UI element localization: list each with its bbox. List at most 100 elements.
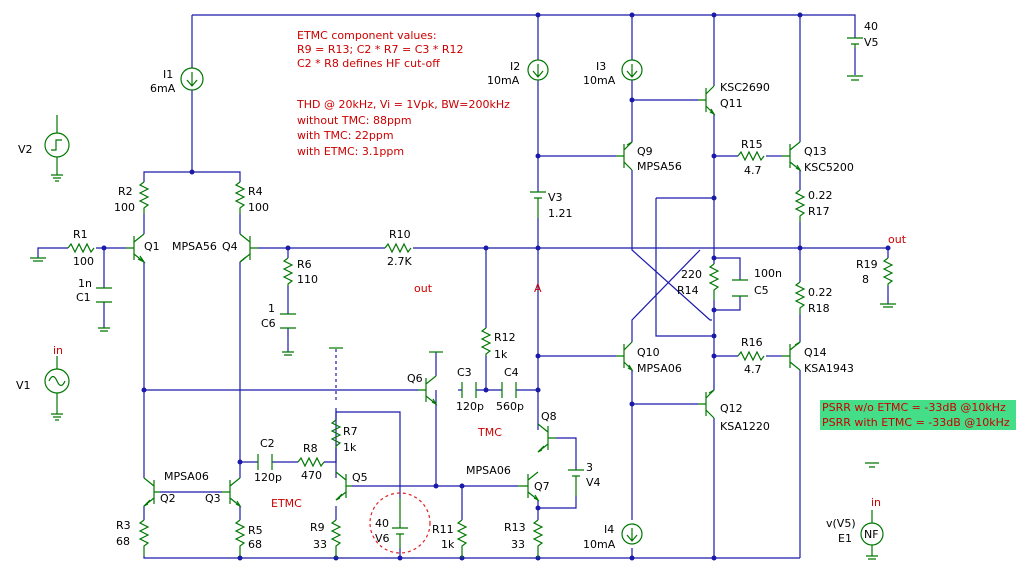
resistor-r16: [737, 350, 765, 362]
c3-ref: C3: [457, 366, 472, 379]
q14-model: KSA1943: [804, 362, 854, 375]
resistor-r12: [480, 327, 492, 356]
capacitor-c6: [280, 313, 296, 329]
e1-ref: E1: [838, 532, 852, 545]
c4-value: 560p: [496, 400, 524, 413]
battery-v5: [847, 37, 863, 81]
c5-ref: C5: [754, 284, 769, 297]
transistor-q10: [616, 341, 634, 372]
e1-expr: v(V5): [826, 517, 856, 530]
note-line: R9 = R13; C2 * R7 = C3 * R12: [297, 43, 464, 56]
v3-ref: V3: [548, 191, 563, 204]
psrr-note-with: PSRR with ETMC = -33dB @10kHz: [820, 415, 1016, 430]
r9-ref: R9: [310, 521, 325, 534]
thd-notes: THD @ 20kHz, Vi = 1Vpk, BW=200kHz withou…: [296, 98, 510, 158]
r3-ref: R3: [116, 519, 131, 532]
r17-value: 0.22: [808, 189, 833, 202]
i4-ref: I4: [604, 523, 614, 536]
v6-ref: V6: [375, 532, 390, 545]
r10-value: 2.7K: [387, 255, 412, 268]
resistor-r1: [67, 242, 95, 254]
transistor-q3: [222, 477, 242, 508]
ground-misc: [865, 462, 879, 468]
q5-ref: Q5: [352, 471, 368, 484]
q11-model: KSC2690: [720, 81, 770, 94]
q7-model: MPSA06: [466, 464, 511, 477]
resistor-r3: [138, 519, 150, 556]
i4-value: 10mA: [583, 538, 616, 551]
note-line: THD @ 20kHz, Vi = 1Vpk, BW=200kHz: [296, 98, 510, 111]
transistor-q2: [143, 477, 160, 507]
transistor-q1: [126, 233, 146, 264]
r2-value: 100: [114, 201, 135, 214]
r6-value: 110: [297, 273, 318, 286]
current-source-i4: [621, 523, 643, 545]
i1-value: 6mA: [150, 82, 176, 95]
q12-ref: Q12: [720, 402, 743, 415]
i2-value: 10mA: [487, 74, 520, 87]
q3-ref: Q3: [205, 492, 221, 505]
sine-source-v1: [44, 356, 70, 421]
r13-value: 33: [511, 538, 525, 551]
node-label-in-e1: in: [871, 496, 881, 509]
resistor-r11: [456, 519, 468, 558]
capacitor-c2: [257, 454, 273, 470]
v3-value: 1.21: [548, 207, 573, 220]
ground-c6: [282, 351, 294, 356]
c1-value: 1n: [78, 277, 92, 290]
pulse-source-v2: [44, 115, 70, 182]
wires: [37, 14, 889, 559]
r17-ref: R17: [808, 205, 830, 218]
transistor-q14: [782, 341, 801, 371]
ground-r19: [880, 303, 896, 308]
r16-value: 4.7: [744, 363, 762, 376]
current-source-i2: [527, 59, 549, 81]
psrr-note-without: PSRR w/o ETMC = -33dB @10kHz: [820, 400, 1016, 415]
q2-model: MPSA06: [164, 470, 209, 483]
r13-ref: R13: [504, 521, 526, 534]
node-label-out-mid: out: [414, 282, 433, 295]
resistor-r2: [138, 181, 150, 214]
resistor-r5: [234, 519, 246, 556]
tmc-label: TMC: [477, 426, 502, 439]
r1-ref: R1: [73, 228, 88, 241]
i2-ref: I2: [510, 60, 520, 73]
current-source-i1: [180, 67, 204, 91]
c1-ref: C1: [76, 291, 91, 304]
current-source-i3: [621, 59, 643, 81]
v5-ref: V5: [864, 36, 879, 49]
resistor-r8: [297, 456, 325, 468]
i1-ref: I1: [163, 68, 173, 81]
r11-value: 1k: [441, 538, 455, 551]
c2-ref: C2: [260, 437, 275, 450]
q12-model: KSA1220: [720, 420, 770, 433]
component-labels: 40 V5 I1 6mA V2 V1 I2 10mA I3 10mA I4 10…: [16, 20, 879, 551]
ground-c1: [98, 327, 110, 332]
r7-ref: R7: [343, 425, 358, 438]
c3-value: 120p: [456, 400, 484, 413]
note-line: with ETMC: 3.1ppm: [297, 145, 404, 158]
r11-ref: R11: [432, 523, 454, 536]
q1-ref: Q1: [144, 240, 160, 253]
c5-value: 100n: [754, 267, 782, 280]
resistor-r4: [234, 181, 246, 214]
resistor-r18: [794, 281, 806, 314]
r18-ref: R18: [808, 302, 830, 315]
note-line: with TMC: 22ppm: [297, 129, 394, 142]
q13-model: KSC5200: [804, 161, 854, 174]
note-line: ETMC component values:: [297, 29, 437, 42]
resistor-r15: [737, 150, 765, 162]
transistor-q4: [239, 233, 258, 263]
q9-model: MPSA56: [637, 160, 682, 173]
r4-ref: R4: [248, 185, 263, 198]
v6-value: 40: [375, 517, 389, 530]
v4-ref: V4: [586, 476, 601, 489]
resistor-r13: [532, 519, 544, 558]
q9-ref: Q9: [637, 145, 653, 158]
r15-ref: R15: [741, 138, 763, 151]
e1-nf: NF: [864, 528, 879, 541]
r8-ref: R8: [303, 442, 318, 455]
components: [30, 37, 896, 560]
